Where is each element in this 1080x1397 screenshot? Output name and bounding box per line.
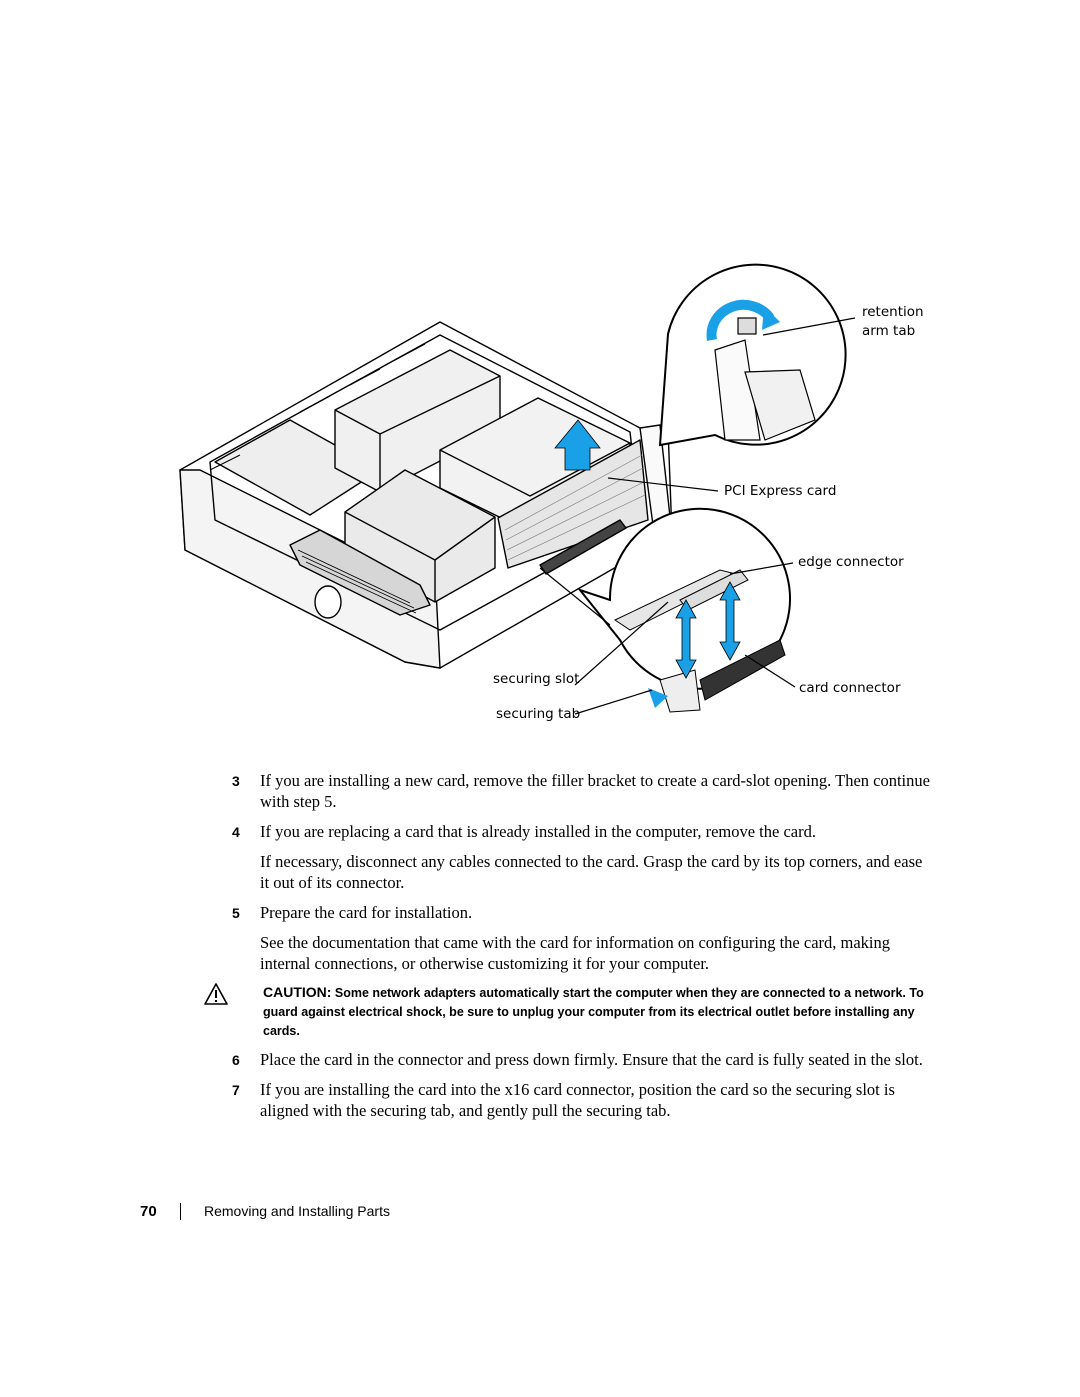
callout-card-connector: card connector <box>799 680 901 696</box>
callout-retention-line1: retention <box>862 304 924 320</box>
step-5-detail: See the documentation that came with the… <box>260 933 891 973</box>
step-number: 6 <box>232 1052 240 1068</box>
callout-securing-tab: securing tab <box>496 706 581 722</box>
computer-card-illustration <box>179 263 856 715</box>
caution-label: CAUTION: <box>263 984 332 1000</box>
step-text: If you are installing the card into the … <box>260 1080 895 1120</box>
caution-notice: CAUTION: Some network adapters automatic… <box>204 983 932 1041</box>
step-3: 3 If you are installing a new card, remo… <box>232 770 932 812</box>
step-4-detail: If necessary, disconnect any cables conn… <box>260 852 923 892</box>
instruction-steps: 3 If you are installing a new card, remo… <box>204 770 932 1130</box>
callout-edge-connector: edge connector <box>798 554 904 570</box>
page-number: 70 <box>140 1203 157 1220</box>
step-6: 6 Place the card in the connector and pr… <box>232 1049 932 1070</box>
callout-securing-slot: securing slot <box>493 671 580 687</box>
step-number: 5 <box>232 905 240 921</box>
step-number: 7 <box>232 1082 240 1098</box>
caution-text: Some network adapters automatically star… <box>263 986 924 1038</box>
step-7: 7 If you are installing the card into th… <box>232 1079 932 1121</box>
warning-triangle-icon <box>204 983 228 1005</box>
installation-figure: retention arm tab PCI Express card edge … <box>179 263 924 722</box>
step-text: If you are installing a new card, remove… <box>260 771 930 811</box>
step-text: If you are replacing a card that is alre… <box>260 822 816 841</box>
footer-divider <box>180 1203 181 1220</box>
step-5: 5 Prepare the card for installation. <box>232 902 932 923</box>
step-text: Place the card in the connector and pres… <box>260 1050 923 1069</box>
step-number: 3 <box>232 773 240 789</box>
step-4: 4 If you are replacing a card that is al… <box>232 821 932 842</box>
callout-pci-express-card: PCI Express card <box>724 483 837 499</box>
step-number: 4 <box>232 824 240 840</box>
callout-retention-line2: arm tab <box>862 323 916 339</box>
section-title: Removing and Installing Parts <box>204 1203 390 1219</box>
step-text: Prepare the card for installation. <box>260 903 473 922</box>
